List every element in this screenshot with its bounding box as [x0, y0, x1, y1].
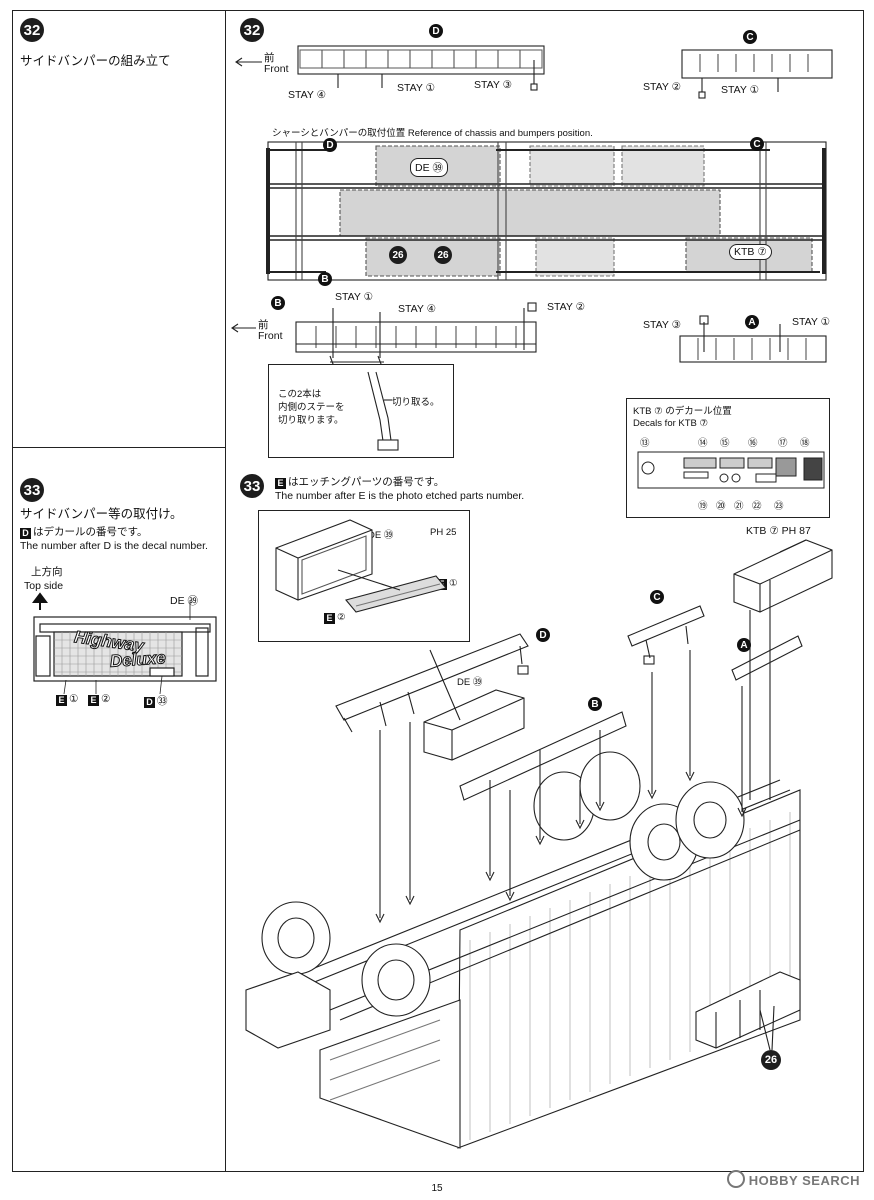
page-frame: [12, 10, 864, 1172]
etch-note-en: The number after E is the photo etched p…: [275, 490, 525, 502]
page-number: 15: [431, 1183, 443, 1194]
part-a-letter: A: [745, 315, 759, 329]
stay4-label-b: STAY ④: [398, 303, 437, 315]
inset-ph25-label: PH 25: [430, 527, 457, 538]
chassis-26-right: 26: [434, 246, 452, 264]
decal-14: ⑭: [698, 438, 708, 449]
stay1-label-top: STAY ①: [397, 82, 436, 94]
chassis-reference-caption: シャーシとバンパーの取付位置 Reference of chassis and …: [272, 128, 593, 139]
assembly-a-letter: A: [737, 638, 751, 652]
decal-19: ⑲: [698, 501, 708, 512]
chassis-ktb7-label: KTB ⑦: [729, 244, 772, 260]
chassis-b-marker: B: [318, 272, 332, 286]
column-divider: [225, 10, 226, 1172]
left-de39-label: DE ㊴: [170, 595, 199, 607]
assembly-d-letter: D: [536, 628, 550, 642]
cut-label: 切り取る。: [392, 397, 440, 408]
part-c-letter: C: [743, 30, 757, 44]
left-section-separator: [12, 447, 225, 448]
decal-20: ⑳: [716, 501, 726, 512]
ktb-decal-title-jp: KTB ⑦ のデカール位置: [633, 406, 732, 417]
front-jp-top: 前: [264, 52, 275, 64]
decal-note-en: The number after D is the decal number.: [20, 540, 208, 552]
inset-de39-label: DE ㊴: [368, 530, 394, 541]
up-arrow-icon: [32, 592, 48, 610]
watermark: HOBBY SEARCH: [726, 1170, 860, 1188]
decal-18: ⑱: [800, 438, 810, 449]
assembly-b-letter: B: [588, 697, 602, 711]
step-33-title: サイドバンパー等の取付け。: [20, 507, 183, 521]
chassis-d-marker: D: [323, 138, 337, 152]
stay3-label-top: STAY ③: [474, 79, 513, 91]
stay1-label-b: STAY ①: [335, 291, 374, 303]
stay1-label-c: STAY ①: [721, 84, 760, 96]
ktb-decal-title-en: Decals for KTB ⑦: [633, 418, 709, 429]
stay4-label-top: STAY ④: [288, 89, 327, 101]
decal-16: ⑯: [748, 438, 758, 449]
stay3-label-a: STAY ③: [643, 319, 682, 331]
step-33-badge: 33: [20, 478, 44, 502]
cut-note-line3: 切り取ります。: [278, 415, 344, 426]
chassis-de39-label: DE ㊴: [410, 158, 449, 177]
front-en-top: Front: [264, 63, 289, 75]
ktb7-ph87-label: KTB ⑦ PH 87: [746, 525, 811, 537]
step-32-title: サイドバンパーの組み立て: [20, 54, 171, 68]
main-step-33-badge: 33: [240, 474, 264, 498]
assembly-c-letter: C: [650, 590, 664, 604]
decal-23: ㉓: [774, 501, 784, 512]
decal-13: ⑬: [640, 438, 650, 449]
front-jp-b: 前: [258, 319, 269, 331]
decal-21: ㉑: [734, 501, 744, 512]
cut-stays-callout: [268, 364, 454, 458]
front-en-b: Front: [258, 330, 283, 342]
step-32-badge: 32: [20, 18, 44, 42]
fuel-tank-26-badge: 26: [761, 1050, 781, 1070]
assembly-de39-label: DE ㊴: [457, 677, 483, 688]
side-bumper-drawing: [33, 616, 217, 682]
part-b-letter: B: [271, 296, 285, 310]
stay1-label-a: STAY ①: [792, 316, 831, 328]
stay2-label-b: STAY ②: [547, 301, 586, 313]
decal-22: ㉒: [752, 501, 762, 512]
chassis-26-left: 26: [389, 246, 407, 264]
cut-note-line1: この2本は: [278, 389, 322, 400]
top-direction-jp: 上方向: [31, 566, 63, 578]
part-d-letter: D: [429, 24, 443, 38]
chassis-c-marker: C: [750, 137, 764, 151]
main-step-32-badge: 32: [240, 18, 264, 42]
cut-note-line2: 内側のステーを: [278, 402, 345, 413]
top-direction-en: Top side: [24, 580, 64, 592]
hobby-search-logo-icon: [726, 1170, 745, 1188]
stay2-label-c: STAY ②: [643, 81, 682, 93]
decal-17: ⑰: [778, 438, 788, 449]
decal-15: ⑮: [720, 438, 730, 449]
